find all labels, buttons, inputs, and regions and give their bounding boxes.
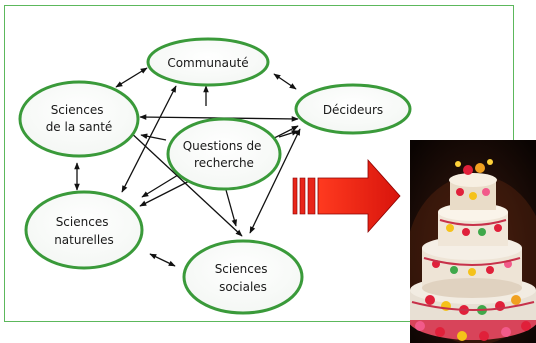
node-sante-label-line2: de la santé [46, 120, 113, 134]
svg-text:Sciences naturelles: Sciences naturelles [54, 215, 114, 247]
svg-text:Sciences sociales: Sciences sociales [215, 262, 272, 294]
node-naturelles-label-line1: Sciences [56, 215, 109, 229]
node-sante-label-line1: Sciences [51, 103, 104, 117]
node-naturelles-label-line2: naturelles [54, 233, 114, 247]
node-decideurs-label: Décideurs [323, 103, 383, 117]
node-sociales-label-line2: sociales [219, 280, 267, 294]
cake-photo [410, 140, 536, 343]
arrow-questions-sante [140, 133, 167, 141]
node-questions-label-line1: Questions de [183, 139, 262, 153]
node-communaute-label: Communauté [167, 56, 248, 70]
svg-text:Questions de recherche: Questions de recherche [183, 139, 266, 170]
arrow-questions-sociales [225, 189, 238, 227]
node-sciences-sociales: Sciences sociales [182, 239, 304, 315]
svg-text:Sciences de la santé: Sciences de la santé [46, 103, 113, 134]
big-red-arrow-icon [292, 158, 401, 234]
arrow-questions-decideurs [278, 130, 299, 138]
arrow-naturelles-sociales [149, 253, 176, 267]
arrow-questions-naturelles [141, 174, 179, 198]
arrow-sante-communaute [115, 67, 148, 88]
arrow-naturelles-communaute [121, 85, 177, 193]
node-sciences-naturelles: Sciences naturelles [24, 190, 144, 270]
node-communaute: Communauté [146, 37, 270, 87]
arrow-communaute-decideurs [273, 73, 297, 90]
node-sciences-sante: Sciences de la santé [18, 80, 140, 158]
node-questions-recherche: Questions de recherche [166, 117, 282, 191]
node-questions-label-line2: recherche [194, 156, 254, 170]
node-sociales-label-line1: Sciences [215, 262, 268, 276]
node-decideurs: Décideurs [294, 83, 412, 135]
